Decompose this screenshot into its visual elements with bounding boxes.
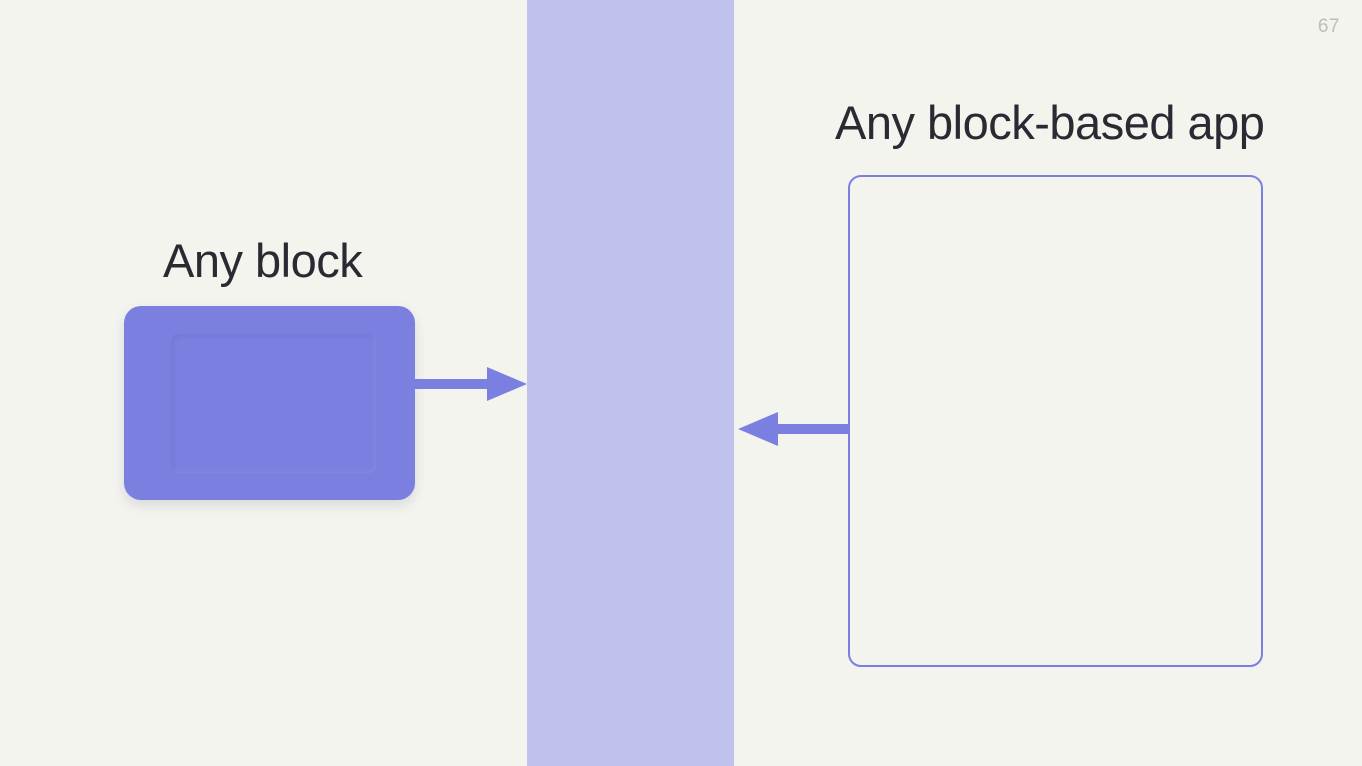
center-band: [527, 0, 734, 766]
right-heading: Any block-based app: [835, 96, 1265, 149]
any-block-based-app-shape: [848, 175, 1263, 667]
arrow-right-icon: [415, 362, 529, 406]
page-number: 67: [1317, 16, 1340, 37]
arrow-left-icon: [734, 407, 850, 451]
any-block-shape: [124, 306, 415, 500]
left-heading: Any block: [163, 234, 363, 287]
any-block-inner-shape: [171, 334, 376, 473]
